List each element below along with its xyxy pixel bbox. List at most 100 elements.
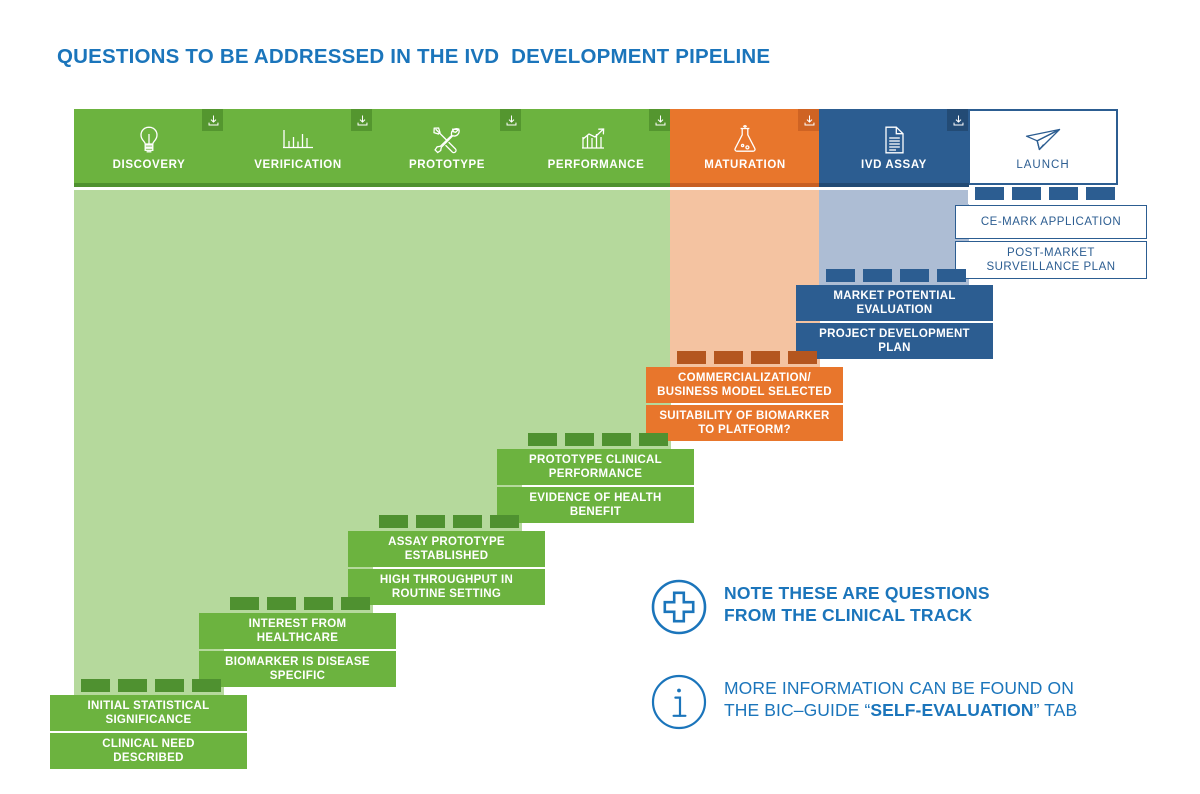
column-background-discovery (74, 190, 224, 696)
cross-circle-icon (650, 578, 708, 641)
studs-discovery (81, 679, 221, 692)
stud (416, 515, 445, 528)
tab-underline-ivd-assay (819, 183, 969, 187)
stud (1086, 187, 1115, 200)
stud (304, 597, 333, 610)
studs-maturation (677, 351, 817, 364)
download-icon[interactable] (649, 109, 671, 131)
stud (230, 597, 259, 610)
stud (863, 269, 892, 282)
block-biomarker-is-disease-specific[interactable]: BIOMARKER IS DISEASE SPECIFIC (199, 651, 396, 687)
info-circle-icon (650, 673, 708, 736)
block-interest-from-healthcare[interactable]: INTEREST FROM HEALTHCARE (199, 613, 396, 649)
download-icon[interactable] (202, 109, 224, 131)
block-ce-mark-application[interactable]: CE-MARK APPLICATION (955, 205, 1147, 239)
tab-launch[interactable]: LAUNCH (968, 109, 1118, 185)
studs-performance (528, 433, 668, 446)
studs-ivd-assay (826, 269, 966, 282)
stud (602, 433, 631, 446)
block-label: MARKET POTENTIAL EVALUATION (833, 289, 956, 316)
block-suitability-of-biomarker-to-platform[interactable]: SUITABILITY OF BIOMARKER TO PLATFORM? (646, 405, 843, 441)
column-background-maturation (670, 190, 820, 368)
tab-underline-maturation (670, 183, 820, 187)
block-label: POST-MARKET SURVEILLANCE PLAN (986, 246, 1116, 273)
tools-icon (431, 124, 463, 156)
block-clinical-need-described[interactable]: CLINICAL NEED DESCRIBED (50, 733, 247, 769)
block-label: INTEREST FROM HEALTHCARE (248, 617, 347, 644)
tab-label: PROTOTYPE (408, 158, 486, 171)
download-icon[interactable] (500, 109, 522, 131)
block-label: PROJECT DEVELOPMENT PLAN (819, 327, 970, 354)
block-initial-statistical-significance[interactable]: INITIAL STATISTICAL SIGNIFICANCE (50, 695, 247, 731)
stud (155, 679, 184, 692)
stud (565, 433, 594, 446)
lightbulb-icon (136, 124, 162, 156)
stud (81, 679, 110, 692)
tab-label: LAUNCH (1016, 158, 1070, 171)
stud (490, 515, 519, 528)
stud (677, 351, 706, 364)
stud (714, 351, 743, 364)
tab-label: MATURATION (704, 158, 786, 171)
stud (1049, 187, 1078, 200)
block-label: COMMERCIALIZATION/ BUSINESS MODEL SELECT… (657, 371, 832, 398)
stud (118, 679, 147, 692)
stud (192, 679, 221, 692)
stud (937, 269, 966, 282)
tab-prototype[interactable]: PROTOTYPE (372, 109, 522, 185)
column-background-launch (968, 190, 1118, 204)
tab-underline-prototype (372, 183, 522, 187)
download-icon[interactable] (351, 109, 373, 131)
block-prototype-clinical-performance[interactable]: PROTOTYPE CLINICAL PERFORMANCE (497, 449, 694, 485)
tab-performance[interactable]: PERFORMANCE (521, 109, 671, 185)
block-label: CE-MARK APPLICATION (980, 215, 1122, 228)
stud (1012, 187, 1041, 200)
tab-underline-performance (521, 183, 671, 187)
tab-label: DISCOVERY (112, 158, 186, 171)
tab-ivd-assay[interactable]: IVD ASSAY (819, 109, 969, 185)
page-title: QUESTIONS TO BE ADDRESSED IN THE IVD DEV… (57, 45, 771, 68)
flask-icon (731, 124, 759, 156)
legend-text: NOTE THESE ARE QUESTIONS FROM THE CLINIC… (724, 583, 990, 626)
document-icon (882, 124, 907, 156)
block-project-development-plan[interactable]: PROJECT DEVELOPMENT PLAN (796, 323, 993, 359)
bar-chart-icon (281, 124, 315, 156)
stud (379, 515, 408, 528)
block-label: SUITABILITY OF BIOMARKER TO PLATFORM? (659, 409, 830, 436)
stud (341, 597, 370, 610)
tab-discovery[interactable]: DISCOVERY (74, 109, 224, 185)
block-high-throughput-routine-setting[interactable]: HIGH THROUGHPUT IN ROUTINE SETTING (348, 569, 545, 605)
stud (900, 269, 929, 282)
trend-chart-icon (580, 124, 612, 156)
block-label: ASSAY PROTOTYPE ESTABLISHED (388, 535, 505, 562)
block-label: HIGH THROUGHPUT IN ROUTINE SETTING (379, 573, 514, 600)
stud (267, 597, 296, 610)
studs-prototype (379, 515, 519, 528)
studs-launch (975, 187, 1115, 200)
tab-underline-verification (223, 183, 373, 187)
block-commercialization-business-model[interactable]: COMMERCIALIZATION/ BUSINESS MODEL SELECT… (646, 367, 843, 403)
tab-label: IVD ASSAY (861, 158, 927, 171)
legend-text: MORE INFORMATION CAN BE FOUND ON THE BIC… (724, 678, 1078, 721)
tab-verification[interactable]: VERIFICATION (223, 109, 373, 185)
tab-maturation[interactable]: MATURATION (670, 109, 820, 185)
block-post-market-surveillance-plan[interactable]: POST-MARKET SURVEILLANCE PLAN (955, 241, 1147, 279)
block-market-potential-evaluation[interactable]: MARKET POTENTIAL EVALUATION (796, 285, 993, 321)
block-label: PROTOTYPE CLINICAL PERFORMANCE (529, 453, 662, 480)
legend-note-clinical-track: NOTE THESE ARE QUESTIONS FROM THE CLINIC… (650, 578, 990, 641)
stud (826, 269, 855, 282)
block-label: BIOMARKER IS DISEASE SPECIFIC (225, 655, 370, 682)
block-assay-prototype-established[interactable]: ASSAY PROTOTYPE ESTABLISHED (348, 531, 545, 567)
download-icon[interactable] (798, 109, 820, 131)
block-label: CLINICAL NEED DESCRIBED (102, 737, 195, 764)
block-evidence-of-health-benefit[interactable]: EVIDENCE OF HEALTH BENEFIT (497, 487, 694, 523)
tab-label: VERIFICATION (254, 158, 342, 171)
stud (788, 351, 817, 364)
stud (975, 187, 1004, 200)
stud (639, 433, 668, 446)
tab-label: PERFORMANCE (547, 158, 645, 171)
stud (528, 433, 557, 446)
tab-underline-discovery (74, 183, 224, 187)
download-icon[interactable] (947, 109, 969, 131)
